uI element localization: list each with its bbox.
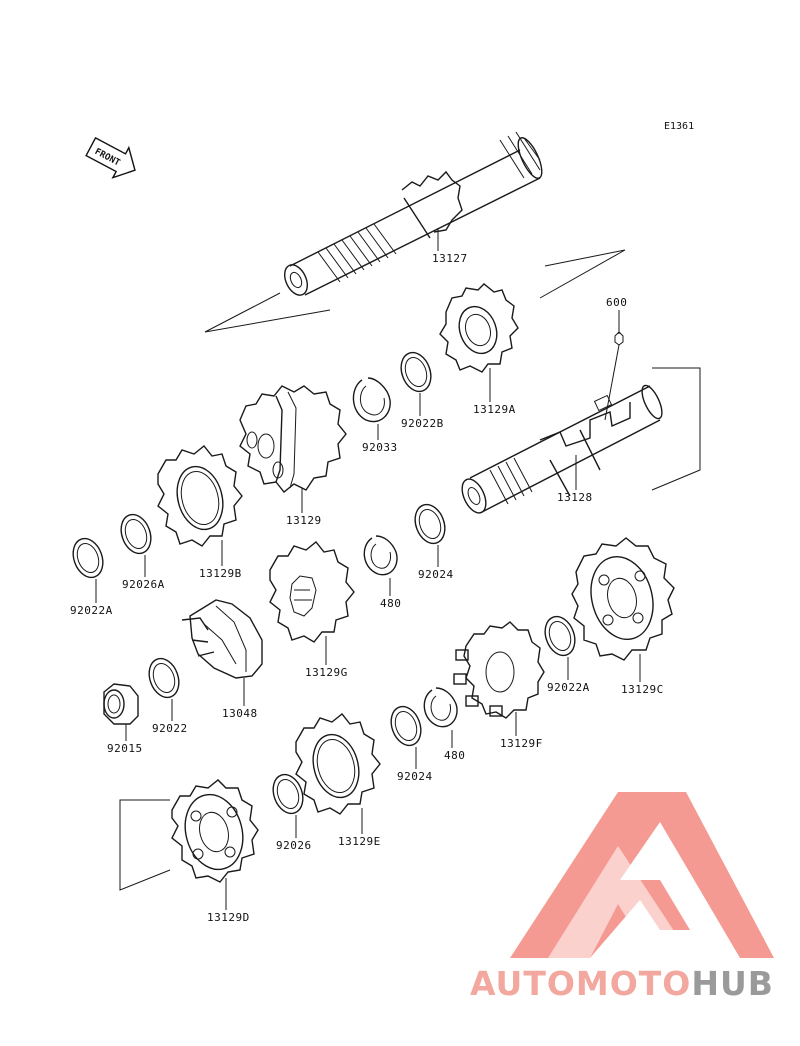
part-label-92026: 92026: [276, 839, 312, 852]
part-label-480-lower: 480: [444, 749, 465, 762]
part-label-600: 600: [606, 296, 627, 309]
washer-92026: [272, 773, 304, 815]
gear-13129C: [571, 537, 675, 661]
part-label-92024-upper: 92024: [418, 568, 454, 581]
main-shaft-13127: [283, 131, 543, 296]
gear-13129: [239, 385, 347, 493]
part-label-13129E: 13129E: [338, 835, 381, 848]
gear-13129B: [157, 445, 243, 547]
part-13048: [181, 599, 263, 679]
gear-13129G: [269, 541, 355, 643]
washer-92022A-right: [544, 615, 576, 657]
nut-92015: [103, 683, 139, 725]
front-arrow-icon: FRONT: [85, 136, 136, 179]
part-label-92022B: 92022B: [401, 417, 444, 430]
diagram-code: E1361: [664, 121, 694, 132]
part-label-13129F: 13129F: [500, 737, 543, 750]
gear-13129A: [439, 283, 519, 373]
part-label-92022A-left: 92022A: [70, 604, 113, 617]
circlip-480-lower: [423, 687, 458, 728]
watermark-text: AUTOMOTOHUB: [470, 964, 774, 1003]
washer-92024-upper: [414, 503, 446, 545]
part-label-92022: 92022: [152, 722, 188, 735]
part-label-13127: 13127: [432, 252, 468, 265]
watermark-text-part1: AUTOMOTO: [470, 964, 691, 1003]
part-label-13128: 13128: [557, 491, 593, 504]
counter-shaft-13128: [461, 384, 663, 514]
circlip-92033: [352, 377, 391, 423]
gear-13129E: [295, 713, 381, 815]
part-label-92015: 92015: [107, 742, 143, 755]
washer-92022A-left: [72, 537, 104, 579]
part-label-13048: 13048: [222, 707, 258, 720]
circlip-480-upper: [363, 535, 398, 576]
part-label-13129G: 13129G: [305, 666, 348, 679]
part-label-92033: 92033: [362, 441, 398, 454]
gear-13129D: [171, 779, 259, 883]
part-label-13129D: 13129D: [207, 911, 250, 924]
washer-92026A: [120, 513, 152, 555]
watermark-text-part2: HUB: [691, 964, 774, 1003]
part-label-13129C: 13129C: [621, 683, 664, 696]
automotohub-logo-icon: [510, 792, 774, 958]
part-label-13129B: 13129B: [199, 567, 242, 580]
washer-92024-lower: [390, 705, 422, 747]
part-label-13129A: 13129A: [473, 403, 516, 416]
gear-13129F: [453, 621, 545, 719]
part-label-92026A: 92026A: [122, 578, 165, 591]
part-label-92022A-right: 92022A: [547, 681, 590, 694]
part-label-92024-lower: 92024: [397, 770, 433, 783]
part-label-13129: 13129: [286, 514, 322, 527]
part-label-480-upper: 480: [380, 597, 401, 610]
washer-92022: [148, 657, 180, 699]
washer-92022B: [400, 351, 432, 393]
